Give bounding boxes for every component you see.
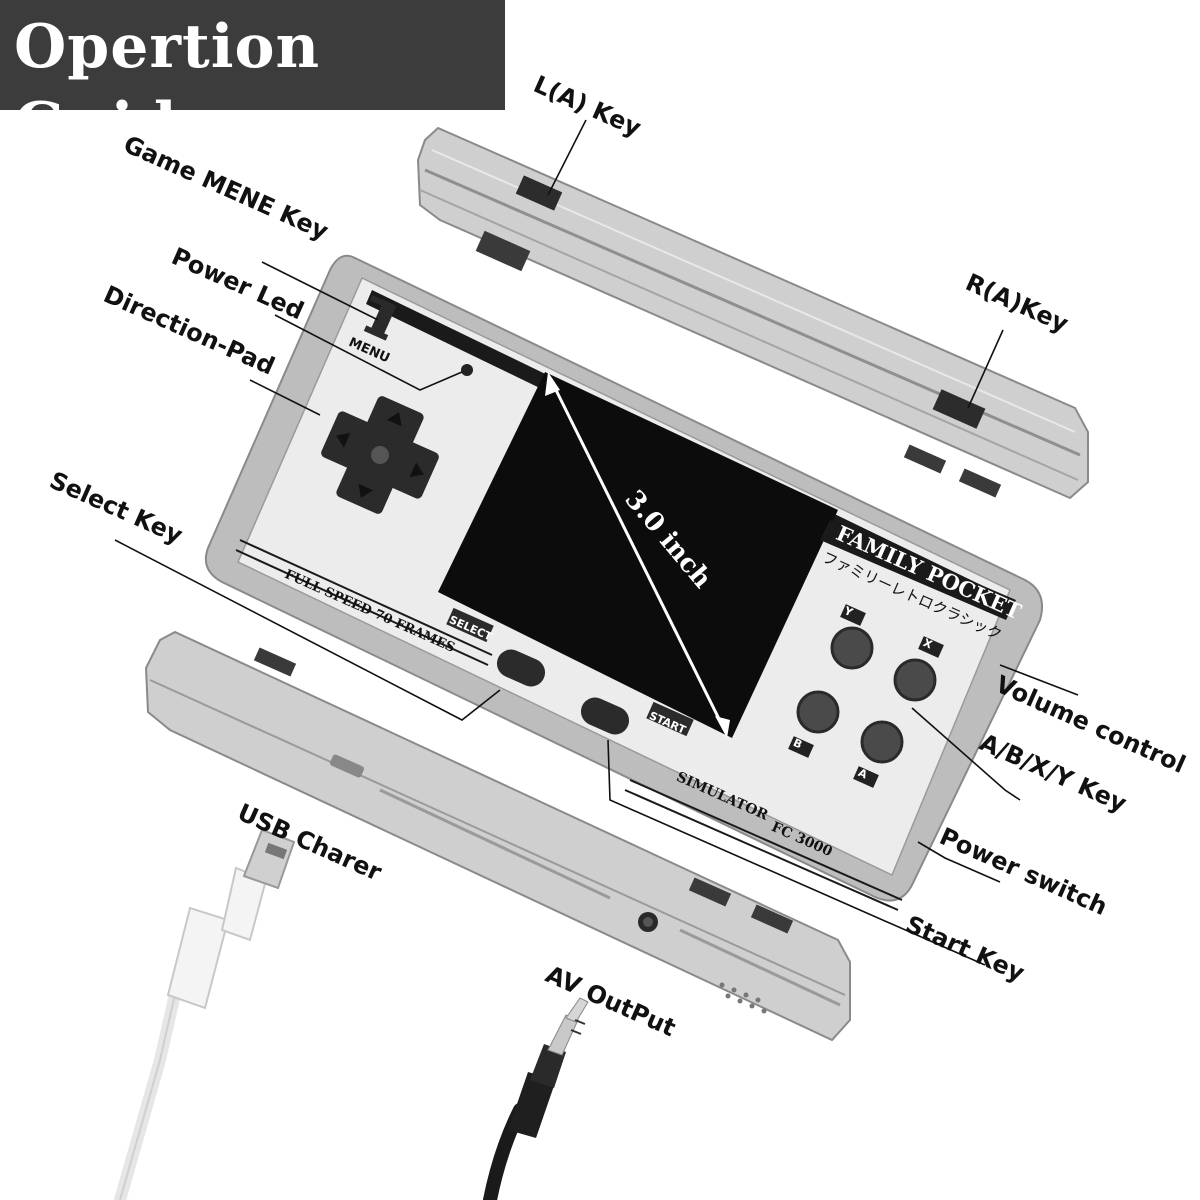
b-button bbox=[796, 690, 840, 734]
console-top-view bbox=[416, 126, 1089, 500]
usb-cable bbox=[114, 828, 296, 1200]
direction-pad bbox=[321, 396, 439, 514]
abxy-buttons bbox=[788, 604, 944, 788]
y-button bbox=[830, 626, 874, 670]
av-cable bbox=[483, 997, 589, 1200]
r-shoulder-key bbox=[932, 389, 986, 429]
guide-title: Opertion Guide bbox=[14, 12, 321, 160]
power-led bbox=[461, 364, 473, 376]
leader-lines bbox=[114, 119, 1079, 966]
l-shoulder-key bbox=[515, 175, 563, 211]
menu-key bbox=[369, 300, 397, 338]
x-button bbox=[893, 658, 937, 702]
speaker-grille bbox=[719, 982, 767, 1014]
usb-port bbox=[329, 754, 365, 778]
a-button bbox=[860, 720, 904, 764]
select-key bbox=[496, 649, 546, 687]
start-key bbox=[580, 697, 630, 735]
title-banner: Opertion Guide bbox=[0, 0, 505, 160]
console-front-view bbox=[204, 254, 1044, 911]
console-bottom-view bbox=[144, 630, 851, 1042]
